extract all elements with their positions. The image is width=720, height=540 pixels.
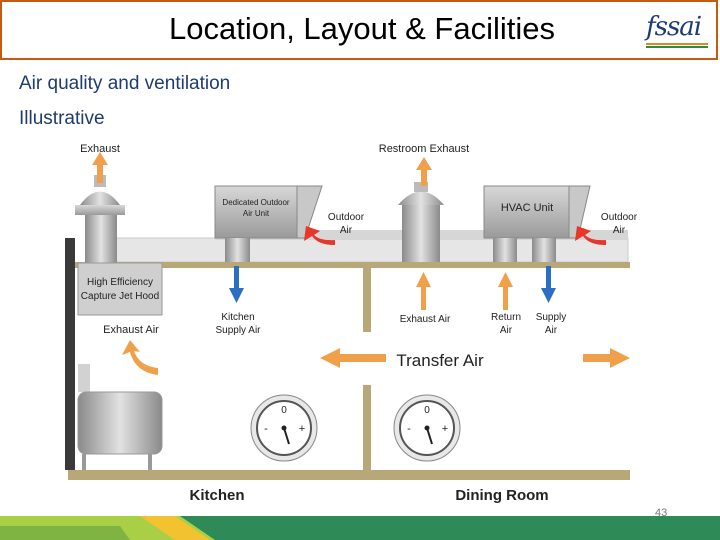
pressure-gauge-dining bbox=[393, 394, 461, 462]
restroom-exhaust-label: Restroom Exhaust bbox=[379, 143, 469, 155]
supply-air-label-2: Air bbox=[545, 325, 558, 336]
title-bar: Location, Layout & Facilities fssai bbox=[0, 0, 718, 60]
exhaust-up-arrow bbox=[92, 152, 108, 183]
outdoor-air-1-label-b: Air bbox=[340, 225, 353, 236]
exhaust-air-curved-arrow bbox=[122, 340, 158, 375]
outdoor-air-2-label-b: Air bbox=[613, 225, 626, 236]
transfer-air-right-arrow bbox=[583, 348, 630, 368]
ventilation-diagram: High Efficiency Capture Jet Hood Exhaust… bbox=[65, 143, 638, 504]
supply-air-down-arrow bbox=[541, 266, 556, 303]
restroom-exhaust-fan bbox=[398, 182, 444, 262]
pressure-gauge-kitchen bbox=[250, 394, 318, 462]
subtitle-line-1: Air quality and ventilation bbox=[19, 73, 231, 94]
hood-label-1: High Efficiency bbox=[87, 277, 153, 288]
gauge-2-zero: 0 bbox=[424, 405, 430, 416]
dedicated-outdoor-air-unit bbox=[214, 185, 323, 262]
hvac-unit bbox=[483, 185, 591, 262]
gauge-1-plus: + bbox=[299, 423, 305, 435]
outdoor-air-1-label-a: Outdoor bbox=[328, 212, 365, 223]
fssai-logo: fssai bbox=[642, 10, 714, 50]
hood-label-2: Capture Jet Hood bbox=[81, 291, 159, 302]
hvac-unit-label: HVAC Unit bbox=[501, 202, 553, 214]
logo-text: fssai bbox=[646, 12, 702, 42]
outdoor-air-2-arrow bbox=[575, 226, 606, 245]
return-air-label-1: Return bbox=[491, 312, 521, 323]
exhaust-air-up-arrow bbox=[416, 272, 431, 310]
dedicated-unit-label-2: Air Unit bbox=[243, 209, 270, 218]
gauge-1-zero: 0 bbox=[281, 405, 287, 416]
exhaust-air-2-label: Exhaust Air bbox=[400, 314, 451, 325]
page-title: Location, Layout & Facilities bbox=[169, 11, 555, 46]
outdoor-air-1-arrow bbox=[304, 226, 335, 245]
floor bbox=[68, 470, 630, 480]
ceiling-beam bbox=[75, 262, 630, 268]
partition-wall-lower bbox=[363, 385, 371, 470]
logo-underline-orange bbox=[646, 43, 708, 45]
kitchen-supply-label-1: Kitchen bbox=[221, 312, 254, 323]
restroom-exhaust-arrow bbox=[416, 157, 432, 186]
transfer-air-label: Transfer Air bbox=[396, 351, 484, 370]
page-number: 43 bbox=[655, 507, 668, 519]
gauge-2-plus: + bbox=[442, 423, 448, 435]
kitchen-supply-label-2: Supply Air bbox=[215, 325, 261, 336]
outdoor-air-2-label-a: Outdoor bbox=[601, 212, 638, 223]
partition-wall-upper bbox=[363, 262, 371, 332]
dedicated-unit-label-1: Dedicated Outdoor bbox=[222, 198, 289, 207]
kitchen-equipment bbox=[77, 364, 163, 470]
return-air-up-arrow bbox=[498, 272, 513, 310]
logo-underline-green bbox=[646, 46, 708, 48]
footer-band bbox=[0, 516, 720, 540]
kitchen-label: Kitchen bbox=[189, 487, 244, 504]
dining-room-label: Dining Room bbox=[455, 487, 548, 504]
gauge-1-minus: - bbox=[264, 423, 268, 435]
subtitle-line-2: Illustrative bbox=[19, 108, 105, 129]
transfer-air-left-arrow bbox=[320, 348, 386, 368]
gauge-2-minus: - bbox=[407, 423, 411, 435]
exhaust-air-label: Exhaust Air bbox=[103, 324, 159, 336]
kitchen-supply-arrow bbox=[229, 266, 244, 303]
capture-jet-hood bbox=[77, 262, 163, 316]
exhaust-label: Exhaust bbox=[80, 143, 120, 155]
left-wall bbox=[65, 238, 75, 470]
supply-air-label-1: Supply bbox=[536, 312, 567, 323]
return-air-label-2: Air bbox=[500, 325, 513, 336]
